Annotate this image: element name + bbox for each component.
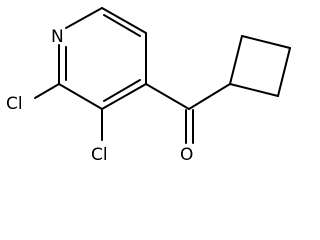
bond-n-c6 (65, 7, 103, 29)
bond-c6-c5 (101, 7, 147, 34)
bond-carbonyl-cyclobutyl (188, 83, 231, 110)
atom-label-cl-left: Cl (6, 94, 23, 114)
cyclobutane-ring (229, 35, 291, 97)
molecule-diagram: N Cl Cl O (6, 7, 291, 165)
bond-c4-carbonyl (145, 83, 190, 110)
bond-c2-cl (34, 83, 60, 99)
bond-c4-c3-inner (103, 79, 141, 102)
bond-cb-2 (241, 35, 291, 49)
pyridine-ring (58, 7, 147, 110)
bond-c4-c3 (101, 83, 147, 110)
bond-cb-1 (229, 35, 243, 85)
atom-label-o: O (180, 145, 193, 165)
bond-cb-4 (229, 83, 279, 97)
bond-cb-3 (277, 47, 291, 97)
atom-label-n: N (51, 27, 64, 47)
bond-c6-c5-inner (103, 14, 141, 37)
bond-c3-c2 (58, 83, 103, 110)
atom-label-cl-right: Cl (91, 145, 108, 165)
